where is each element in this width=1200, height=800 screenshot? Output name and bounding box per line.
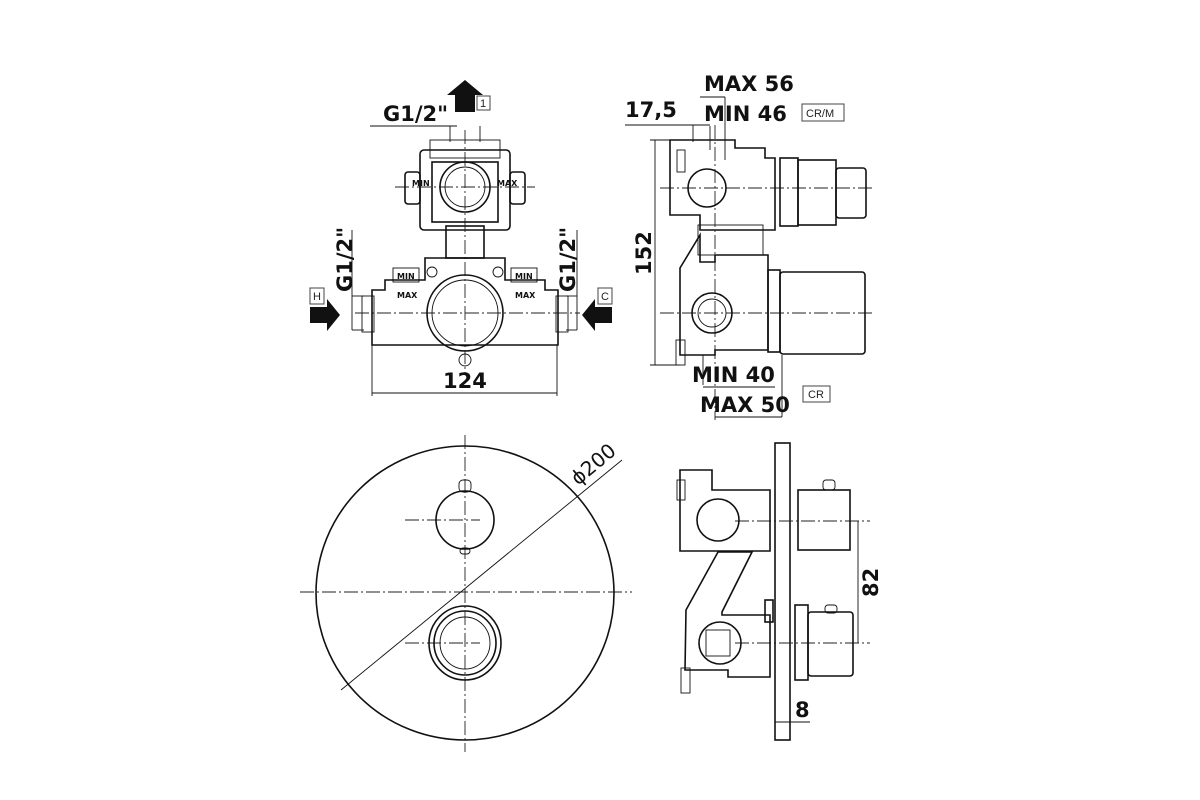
hot-inlet-arrow-icon — [310, 299, 340, 331]
cr-m-tag: CR/M — [806, 108, 834, 120]
cover-plate-front-view: ϕ200 — [300, 435, 632, 752]
diameter-dimension: ϕ200 — [566, 438, 621, 489]
max-mark-cold: MAX — [515, 291, 536, 300]
cold-tag: C — [601, 291, 609, 303]
hot-tag: H — [313, 291, 321, 303]
min-mark-hot: MIN — [397, 272, 415, 281]
front-view: MIN MAX MIN MAX MIN MAX 1 G1/2" H G1/2" — [309, 80, 613, 396]
height-dimension: 152 — [632, 231, 656, 275]
offset-dimension: 17,5 — [625, 98, 677, 122]
width-dimension: 124 — [443, 369, 487, 393]
cr-tag: CR — [808, 389, 824, 401]
side-view: 152 17,5 MAX 56 MIN 46 CR/M MIN 40 MAX 5… — [625, 72, 875, 420]
min-40-dimension: MIN 40 — [692, 363, 775, 387]
cold-tag-box — [597, 287, 613, 305]
cover-plate-side-view: 82 8 — [676, 442, 883, 741]
cold-thread-label: G1/2" — [556, 227, 580, 292]
hot-thread-label: G1/2" — [333, 227, 357, 292]
outlet-tag-box — [476, 95, 491, 111]
max-mark-hot: MAX — [397, 291, 418, 300]
cr-tag-box — [802, 385, 831, 403]
min-mark-cold: MIN — [515, 272, 533, 281]
outlet-arrow-icon — [447, 80, 483, 112]
max-mark: MAX — [497, 179, 518, 188]
max-56-dimension: MAX 56 — [704, 72, 794, 96]
thickness-dimension: 8 — [795, 698, 810, 722]
min-mark: MIN — [412, 179, 430, 188]
max-50-dimension: MAX 50 — [700, 393, 790, 417]
min-46-dimension: MIN 46 — [704, 102, 787, 126]
cold-inlet-arrow-icon — [582, 299, 612, 331]
hot-tag-box — [309, 287, 325, 305]
cr-m-tag-box — [801, 103, 845, 122]
spacing-dimension: 82 — [859, 568, 883, 597]
outlet-thread-label: G1/2" — [383, 102, 448, 126]
outlet-tag: 1 — [480, 98, 486, 110]
